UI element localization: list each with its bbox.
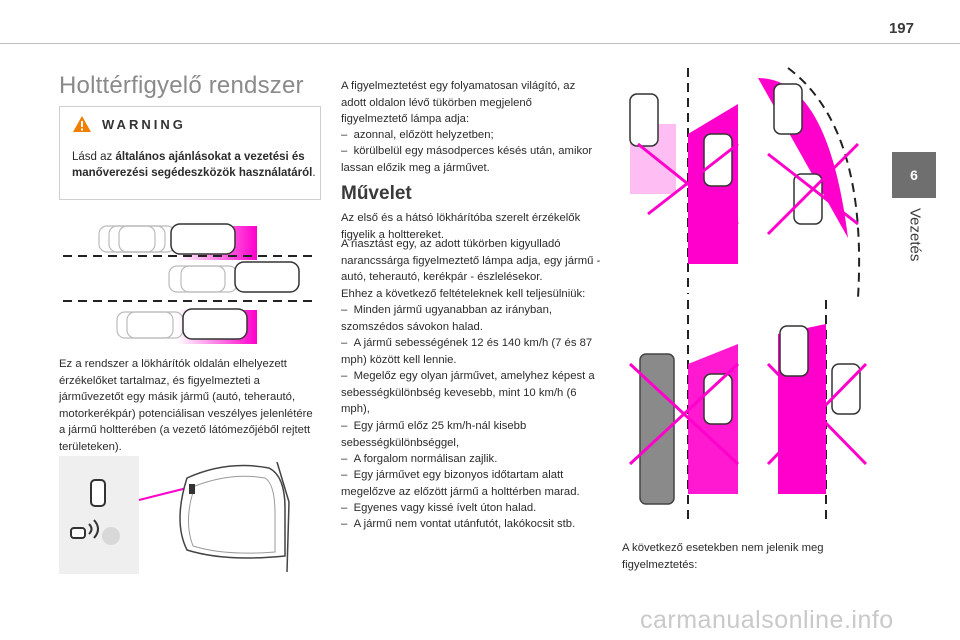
chapter-tab[interactable]: 6 bbox=[892, 152, 936, 198]
mirror-indicator-illustration bbox=[59, 456, 290, 574]
page-title: Holttérfigyelő rendszer bbox=[59, 72, 304, 99]
warning-triangle-icon bbox=[73, 116, 91, 132]
watermark: carmanualsonline.info bbox=[640, 606, 894, 634]
warning-box: WARNING Lásd az általános ajánlásokat a … bbox=[59, 106, 321, 200]
list-item: – Minden jármű ugyanabban az irányban, s… bbox=[341, 304, 553, 333]
warning-header: WARNING bbox=[72, 115, 186, 133]
chapter-label: Vezetés bbox=[906, 208, 924, 262]
section-heading-operation: Művelet bbox=[341, 183, 412, 204]
case-truck bbox=[628, 300, 740, 524]
no-warning-cases-text: A következő esetekben nem jelenik meg fi… bbox=[622, 542, 824, 571]
no-warning-cases-illustration bbox=[628, 67, 868, 524]
list-item: – A jármű sebességének 12 és 140 km/h (7… bbox=[341, 337, 593, 366]
list-item: – körülbelül egy másodperces késés után,… bbox=[341, 145, 593, 174]
list-item: – Egy jármű előz 25 km/h-nál kisebb sebe… bbox=[341, 420, 527, 449]
case-stationary-traffic bbox=[766, 300, 868, 524]
list-item: – A forgalom normálisan zajlik. bbox=[341, 453, 498, 465]
blind-spot-lanes-illustration bbox=[63, 223, 317, 344]
warning-intro-text: A figyelmeztetést egy folyamatosan világ… bbox=[341, 80, 576, 126]
operation-text: Az első és a hátsó lökhárítóba szerelt é… bbox=[341, 212, 581, 241]
page-number: 197 bbox=[888, 20, 914, 37]
warning-text: Lásd az általános ajánlásokat a vezetési… bbox=[72, 151, 316, 179]
case-curved-road bbox=[758, 67, 861, 299]
case-straight-road-passing bbox=[629, 68, 739, 294]
list-item: – A jármű nem vontat utánfutót, lakókocs… bbox=[341, 518, 576, 530]
list-item: – Egyenes vagy kissé ívelt úton halad. bbox=[341, 502, 537, 514]
operation-text: A riasztást egy, az adott tükörben kigyu… bbox=[341, 238, 601, 284]
list-item: – Egy járművet egy bizonyos időtartam al… bbox=[341, 469, 580, 498]
operation-text: Ehhez a következő feltételeknek kell tel… bbox=[341, 288, 586, 300]
list-item: – Megelőz egy olyan járművet, amelyhez k… bbox=[341, 370, 595, 416]
list-item: – azonnal, előzött helyzetben; bbox=[341, 129, 494, 141]
warning-title: WARNING bbox=[102, 116, 186, 132]
header-rule bbox=[0, 43, 960, 44]
system-description: Ez a rendszer a lökhárítók oldalán elhel… bbox=[59, 358, 313, 453]
